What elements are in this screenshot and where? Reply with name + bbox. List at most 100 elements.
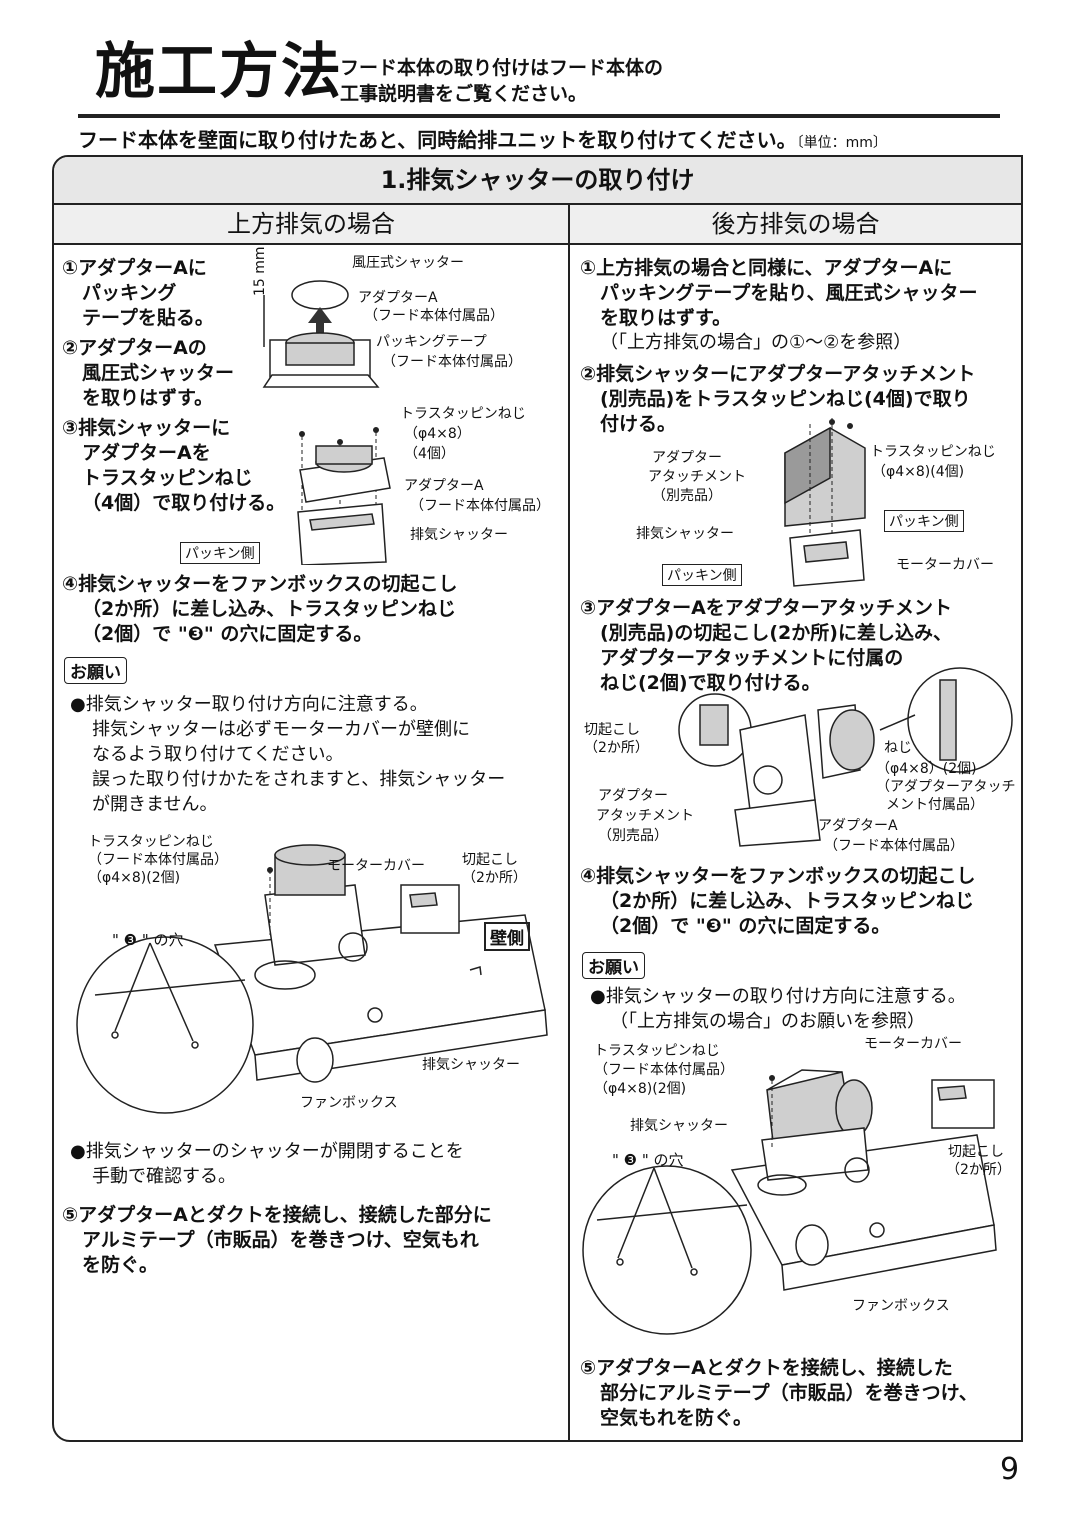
subtitle-line-1: フード本体の取り付けはフード本体の xyxy=(340,57,664,79)
label-packing-side: パッキン側 xyxy=(884,510,964,532)
label-packing-side: パッキン側 xyxy=(662,564,742,586)
label-screw-qty: （4個） xyxy=(404,446,455,462)
label-two-places: （2か所） xyxy=(946,1162,1011,1178)
left-onegai-badge: お願い xyxy=(64,657,127,684)
pressure-shutter-disc xyxy=(291,280,349,310)
text-line: アダプターアタッチメントに付属の xyxy=(600,647,904,669)
label-attachment-accessory: （アダプターアタッチ xyxy=(876,779,1016,795)
left-column-heading: 上方排気の場合 xyxy=(54,205,568,245)
label-truss-screw: トラスタッピンねじ xyxy=(594,1043,720,1059)
page-title: 施工方法 xyxy=(95,37,343,107)
unit-note: 〔単位：mm〕 xyxy=(796,135,887,151)
screw-icon xyxy=(267,867,273,873)
text-line: 付ける。 xyxy=(600,413,677,435)
text-line: を防ぐ。 xyxy=(82,1254,159,1276)
text-line: (別売品)をトラスタッピンねじ(4個)で取り xyxy=(600,388,971,410)
text-line: を取りはずす。 xyxy=(600,307,732,329)
left-step-5: ⑤アダプターAとダクトを接続し、接続した部分に アルミテープ（市販品）を巻きつけ… xyxy=(62,1203,492,1278)
text-line: ●排気シャッターのシャッターが開閉することを xyxy=(70,1141,464,1162)
label-motor-cover: モーターカバー xyxy=(896,557,994,573)
adapter-a-flange xyxy=(262,374,380,388)
text-line: ●排気シャッターの取り付け方向に注意する。 xyxy=(590,986,966,1007)
text-line: （2か所）に差し込み、トラスタッピンねじ xyxy=(82,598,456,620)
intro-text: フード本体を壁面に取り付けたあと、同時給排ユニットを取り付けてください。〔単位：… xyxy=(78,124,1008,153)
right-step-5: ⑤アダプターAとダクトを接続し、接続した 部分にアルミテープ（市販品）を巻きつけ… xyxy=(580,1356,978,1431)
right-step-4: ④排気シャッターをファンボックスの切起こし （2か所）に差し込み、トラスタッピン… xyxy=(580,864,976,939)
label-accessory: （フード本体付属品） xyxy=(382,354,522,370)
left-fig1-drawing xyxy=(262,280,380,388)
text-line: ③排気シャッターに xyxy=(62,417,231,439)
title-rule xyxy=(78,114,1000,118)
label-screw-spec: （φ4×8)(4個) xyxy=(872,464,965,480)
label-packing-tape: パッキングテープ xyxy=(376,334,487,350)
text-line: 誤った取り付けかたをされますと、排気シャッター xyxy=(92,769,506,790)
magnified-detail xyxy=(582,1165,752,1335)
text-line: アダプターAを xyxy=(82,442,211,464)
text-line: アルミテープ（市販品）を巻きつけ、空気もれ xyxy=(82,1229,479,1251)
left-step-2: ②アダプターAの 風圧式シャッター を取りはずす。 xyxy=(62,336,234,411)
section-frame xyxy=(52,155,1023,1442)
text-line: ②排気シャッターにアダプターアタッチメント xyxy=(580,363,976,385)
label-attachment: アダプター xyxy=(652,450,722,466)
text-line: トラスタッピンねじ xyxy=(82,467,253,489)
label-adapter-a: アダプターA xyxy=(818,818,898,834)
label-hole-3: " ❸ " の穴 xyxy=(112,931,184,949)
label-two-places: （2か所） xyxy=(584,740,649,756)
right-fig1-drawing xyxy=(784,418,866,587)
left-step-4: ④排気シャッターをファンボックスの切起こし （2か所）に差し込み、トラスタッピン… xyxy=(62,572,458,647)
screw-icon xyxy=(769,1075,775,1081)
label-exhaust-shutter: 排気シャッター xyxy=(630,1118,728,1134)
text-line: ④排気シャッターをファンボックスの切起こし xyxy=(580,865,976,887)
label-packing-side: パッキン側 xyxy=(180,542,260,564)
label-two-places: （2か所） xyxy=(462,870,527,886)
right-step-1-note: （「上方排気の場合」の①～②を参照） xyxy=(600,332,912,353)
label-kiriokoshi: 切起こし xyxy=(584,722,640,738)
exhaust-shutter-box xyxy=(264,884,366,966)
label-truss-screw: トラスタッピンねじ xyxy=(870,444,996,460)
text-line: ねじ(2個)で取り付ける。 xyxy=(600,672,821,694)
section-title: 1.排気シャッターの取り付け xyxy=(54,157,1021,205)
label-adapter-a: アダプターA xyxy=(358,290,438,306)
label-attachment-accessory: メント付属品） xyxy=(886,797,984,813)
lift-arrow-head xyxy=(308,307,332,323)
label-wall-side: 壁側 xyxy=(484,922,530,951)
right-fig2-drawing xyxy=(678,667,1013,847)
label-accessory: （フード本体付属品） xyxy=(88,852,228,868)
label-accessory: （フード本体付属品） xyxy=(410,498,550,514)
label-sold-separately: （別売品） xyxy=(652,488,722,504)
left-fig2-drawing xyxy=(297,427,391,565)
screw-icon xyxy=(847,423,853,429)
text-line: ③アダプターAをアダプターアタッチメント xyxy=(580,597,953,619)
text-line: ①アダプターAに xyxy=(62,257,207,279)
text-line: （2か所）に差し込み、トラスタッピンねじ xyxy=(600,890,974,912)
text-line: パッキング xyxy=(82,282,177,304)
label-sold-separately: （別売品） xyxy=(598,828,668,844)
right-onegai-badge: お願い xyxy=(582,952,645,979)
text-line: ④排気シャッターをファンボックスの切起こし xyxy=(62,573,458,595)
text-line: パッキングテープを貼り、風圧式シャッター xyxy=(600,282,978,304)
label-kiriokoshi: 切起こし xyxy=(948,1144,1004,1160)
text-line: 風圧式シャッター xyxy=(82,362,235,384)
label-truss-screw: トラスタッピンねじ xyxy=(88,834,214,850)
text-line: なるよう取り付けてください。 xyxy=(92,744,344,765)
column-divider xyxy=(568,205,570,1440)
intro-sentence: フード本体を壁面に取り付けたあと、同時給排ユニットを取り付けてください。 xyxy=(78,128,797,152)
text-line: 空気もれを防ぐ。 xyxy=(600,1407,753,1429)
adapter-attachment-box xyxy=(739,714,816,811)
magnified-detail xyxy=(76,936,254,1114)
label-screw: ねじ xyxy=(884,740,912,756)
left-step-3: ③排気シャッターに アダプターAを トラスタッピンねじ （4個）で取り付ける。 xyxy=(62,416,285,516)
text-line: ⑤アダプターAとダクトを接続し、接続した部分に xyxy=(62,1204,492,1226)
label-motor-cover: モーターカバー xyxy=(327,858,425,874)
label-exhaust-shutter: 排気シャッター xyxy=(636,526,734,542)
label-hole-3: " ❸ " の穴 xyxy=(612,1151,684,1169)
right-column-heading: 後方排気の場合 xyxy=(570,205,1021,245)
screw-icon xyxy=(299,431,305,437)
text-line: （「上方排気の場合」のお願いを参照） xyxy=(610,1011,925,1032)
left-notes: ●排気シャッター取り付け方向に注意する。 排気シャッターは必ずモーターカバーが壁… xyxy=(70,692,505,817)
label-motor-cover: モーターカバー xyxy=(864,1036,962,1052)
label-attachment: アタッチメント xyxy=(596,808,694,824)
right-step-1: ①上方排気の場合と同様に、アダプターAに パッキングテープを貼り、風圧式シャッタ… xyxy=(580,256,978,331)
text-line: ①上方排気の場合と同様に、アダプターAに xyxy=(580,257,953,279)
screw-icon xyxy=(373,427,379,433)
